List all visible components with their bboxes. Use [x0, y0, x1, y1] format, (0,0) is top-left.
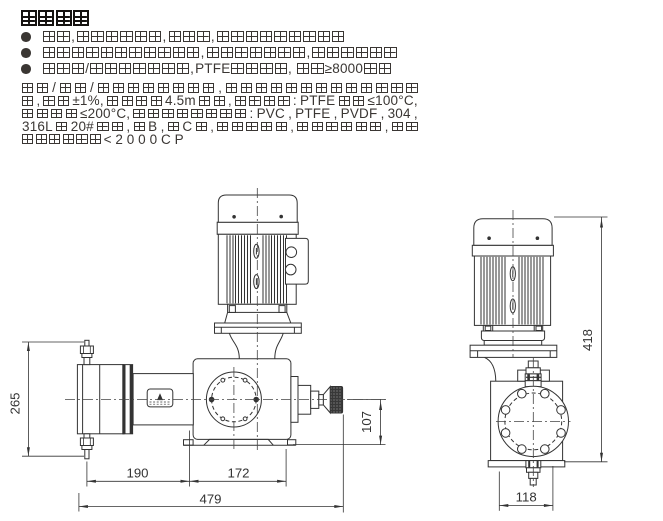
svg-text:190: 190 — [126, 466, 148, 481]
svg-text:479: 479 — [199, 491, 221, 506]
svg-text:418: 418 — [580, 329, 595, 351]
svg-text:107: 107 — [359, 411, 374, 433]
svg-text:172: 172 — [227, 466, 249, 481]
svg-text:265: 265 — [8, 392, 23, 414]
svg-text:118: 118 — [516, 490, 537, 505]
